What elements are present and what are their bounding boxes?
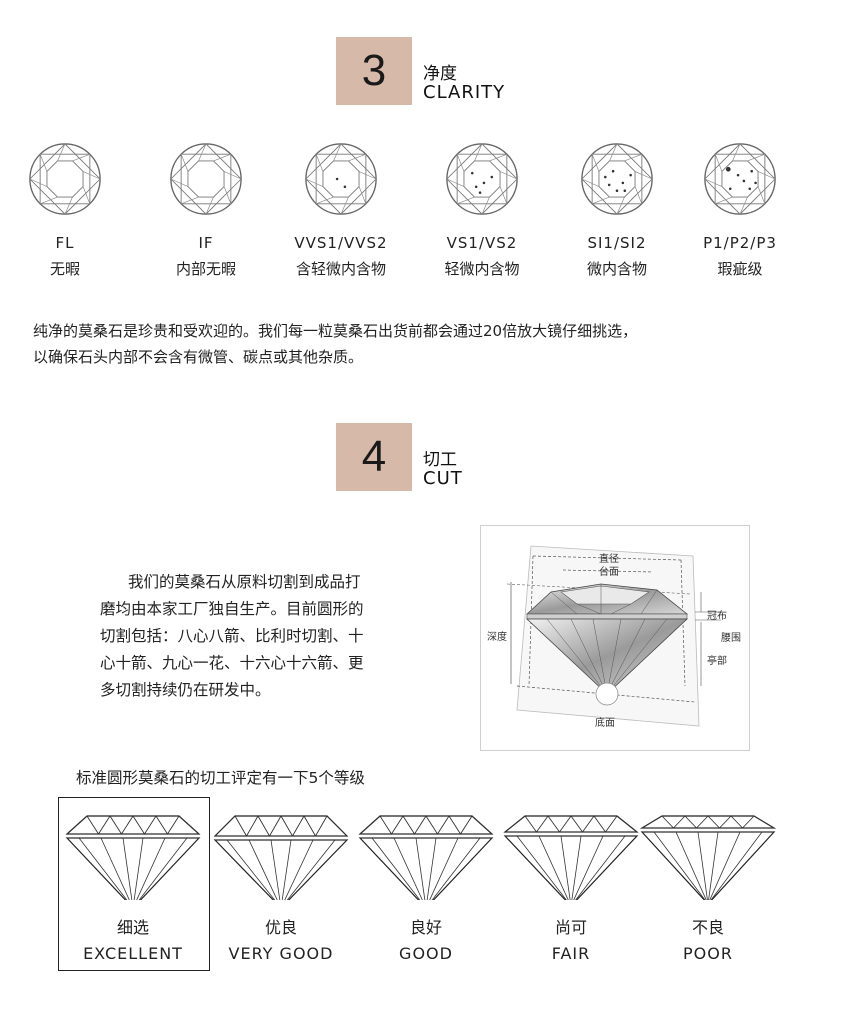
inclusion-dot	[742, 179, 746, 183]
diamond-top-icon	[305, 143, 377, 215]
diagram-label-diameter: 直径	[599, 554, 619, 565]
clarity-grade-desc: 含轻微内含物	[295, 260, 386, 278]
diamond-side-icon	[640, 815, 776, 900]
clarity-grade-desc: 微内含物	[586, 260, 647, 278]
diamond-anatomy-illustration	[506, 545, 721, 727]
section-number-clarity: 3	[336, 37, 412, 105]
inclusion-dot	[607, 183, 611, 187]
cut-grade-cn: 尚可	[554, 918, 587, 937]
inclusion-dot	[750, 169, 753, 173]
cut-title-cn: 切工	[423, 450, 457, 470]
diagram-label-table: 台面	[599, 567, 619, 578]
inclusion-dot	[474, 185, 478, 189]
cut-grade-item: 不良 POOR	[638, 808, 778, 963]
cut-paragraph-line: 我们的莫桑石从原料切割到成品打	[128, 573, 361, 591]
inclusion-dot	[604, 175, 607, 179]
diamond-side-icon	[503, 815, 639, 900]
diagram-label-girdle: 腰围	[721, 633, 741, 644]
clarity-grade-code: FL	[55, 234, 75, 252]
diamond-side-icon	[213, 815, 349, 900]
cut-grade-item: 尚可 FAIR	[501, 808, 641, 963]
clarity-grade-item: IF 内部无暇	[146, 140, 266, 279]
clarity-grade-code: VVS1/VVS2	[294, 234, 388, 252]
diagram-label-depth: 深度	[487, 632, 507, 643]
cut-grade-item: 良好 GOOD	[356, 808, 496, 963]
clarity-grade-code: IF	[198, 234, 214, 252]
cut-section-title: 切工 CUT	[423, 450, 463, 489]
cut-grade-item: 优良 VERY GOOD	[211, 808, 351, 963]
diamond-side-icon	[358, 815, 494, 900]
clarity-grade-desc: 轻微内含物	[444, 260, 520, 278]
inclusion-dot	[629, 173, 632, 177]
cut-grade-cn: 良好	[409, 918, 442, 937]
clarity-paragraph: 纯净的莫桑石是珍贵和受欢迎的。我们每一粒莫桑石出货前都会通过20倍放大镜仔细挑选…	[33, 318, 823, 370]
inclusion-dot	[725, 166, 731, 172]
section-number-cut: 4	[336, 423, 412, 491]
cut-paragraph: 我们的莫桑石从原料切割到成品打 磨均由本家工厂独自生产。目前圆形的 切割包括：八…	[100, 569, 430, 704]
diamond-top-icon	[29, 143, 101, 215]
clarity-grade-item: FL 无暇	[5, 140, 125, 279]
cut-grade-en: EXCELLENT	[83, 944, 183, 963]
diagram-label-culet: 底面	[595, 718, 615, 729]
cut-grade-en: POOR	[683, 944, 733, 963]
clarity-grade-item: VVS1/VVS2 含轻微内含物	[281, 140, 401, 279]
cut-grade-en: GOOD	[399, 944, 453, 963]
diamond-top-icon	[170, 143, 242, 215]
cut-paragraph-line: 多切割持续仍在研发中。	[100, 681, 271, 699]
diamond-top-icon	[581, 143, 653, 215]
diamond-anatomy-diagram: 直径 台面 冠布 腰围 亭部 深度 底面	[480, 525, 750, 751]
clarity-title-en: CLARITY	[423, 81, 506, 103]
clarity-grade-item: P1/P2/P3 瑕疵级	[680, 140, 800, 279]
inclusion-dot	[478, 191, 482, 194]
inclusion-dot	[621, 181, 625, 185]
inclusion-dot	[611, 169, 615, 173]
diamond-top-icon	[446, 143, 518, 215]
cut-grade-en: FAIR	[551, 944, 591, 963]
diagram-label-pavilion: 亭部	[707, 656, 727, 667]
clarity-grade-code: P1/P2/P3	[703, 234, 777, 252]
inclusion-dot	[748, 187, 752, 191]
inclusion-dot	[470, 171, 474, 175]
clarity-grade-desc: 瑕疵级	[717, 260, 763, 278]
clarity-grade-item: SI1/SI2 微内含物	[557, 140, 677, 279]
inclusion-dot	[736, 173, 740, 177]
inclusion-dot	[615, 189, 619, 192]
inclusion-dot	[728, 187, 732, 191]
diamond-side-icon	[65, 815, 201, 900]
cut-paragraph-line: 心十箭、九心一花、十六心十六箭、更	[100, 654, 364, 672]
inclusion-dot	[343, 185, 347, 189]
inclusion-dot	[623, 189, 627, 192]
clarity-grade-code: SI1/SI2	[587, 234, 647, 252]
cut-paragraph-line: 磨均由本家工厂独自生产。目前圆形的	[100, 600, 364, 618]
cut-grade-en: VERY GOOD	[228, 944, 334, 963]
clarity-paragraph-line: 纯净的莫桑石是珍贵和受欢迎的。我们每一粒莫桑石出货前都会通过20倍放大镜仔细挑选…	[33, 322, 638, 340]
clarity-title-cn: 净度	[423, 64, 457, 84]
clarity-section-title: 净度 CLARITY	[423, 64, 506, 103]
clarity-paragraph-line: 以确保石头内部不会含有微管、碳点或其他杂质。	[33, 348, 364, 366]
diagram-label-crown: 冠布	[707, 611, 727, 622]
selected-grade-frame	[58, 797, 210, 971]
cut-grade-cn: 不良	[691, 918, 724, 937]
inclusion-dot	[754, 181, 757, 185]
inclusion-dot	[490, 175, 494, 179]
clarity-grade-code: VS1/VS2	[446, 234, 518, 252]
cut-paragraph-line: 切割包括：八心八箭、比利时切割、十	[100, 627, 364, 645]
cut-title-en: CUT	[423, 467, 463, 489]
clarity-grade-desc: 内部无暇	[175, 260, 236, 278]
clarity-grade-desc: 无暇	[49, 260, 80, 278]
inclusion-dot	[482, 181, 486, 185]
diamond-top-icon	[704, 143, 776, 215]
clarity-grade-item: VS1/VS2 轻微内含物	[422, 140, 542, 279]
cut-grade-cn: 细选	[116, 918, 149, 937]
cut-grade-cn: 优良	[264, 918, 297, 937]
cut-grades-intro: 标准圆形莫桑石的切工评定有一下5个等级	[76, 769, 365, 787]
inclusion-dot	[335, 177, 339, 181]
cut-grade-item: 细选 EXCELLENT	[63, 808, 203, 963]
